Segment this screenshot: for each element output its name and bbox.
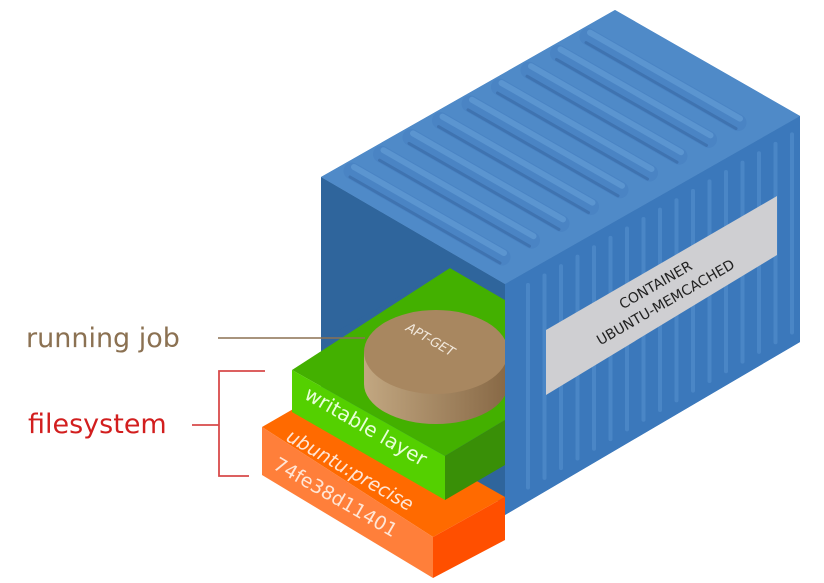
writable-layer-side [445,420,505,500]
roof-rib-shadow [525,74,679,164]
roof-rib-shadow [378,158,531,248]
running-job-disk: APT-GET [364,310,508,424]
image-layer-side [433,497,505,578]
roof-rib [373,145,540,249]
roof-rib [520,61,688,165]
roof-rib-highlight [587,29,743,122]
roof-rib-shadow [555,57,708,147]
roof-rib [579,28,747,132]
filesystem-bracket [192,370,265,477]
disk-top [364,310,508,394]
running-job-annotation: running job [26,323,365,354]
roof-rib [491,78,658,182]
roof-rib [461,95,629,199]
roof-rib [432,112,599,216]
filesystem-annotation: filesystem [28,370,265,477]
roof-rib-highlight [469,96,625,189]
roof-rib-highlight [351,164,507,256]
container-inner-wall-upper [321,177,505,340]
filesystem-label: filesystem [28,409,167,440]
image-layer-front [262,427,433,578]
roof-rib-highlight [528,63,684,156]
running-job-label: running job [26,323,180,354]
roof-rib-shadow [437,125,590,215]
roof-rib-shadow [496,91,649,181]
roof-rib-highlight [410,130,566,223]
roof-rib [343,162,511,266]
roof-rib-shadow [584,41,738,131]
roof-rib-highlight [498,80,655,172]
roof-rib [402,128,570,232]
roof-rib-highlight [380,147,537,240]
roof-rib-shadow [348,175,502,265]
roof-rib-shadow [466,108,620,198]
container-roof-ribs-overlay [343,28,747,266]
roof-rib-highlight [439,113,596,206]
writable-layer-front [292,370,445,500]
roof-rib-shadow [407,141,561,231]
roof-rib-highlight [557,46,714,139]
roof-rib [550,44,717,148]
